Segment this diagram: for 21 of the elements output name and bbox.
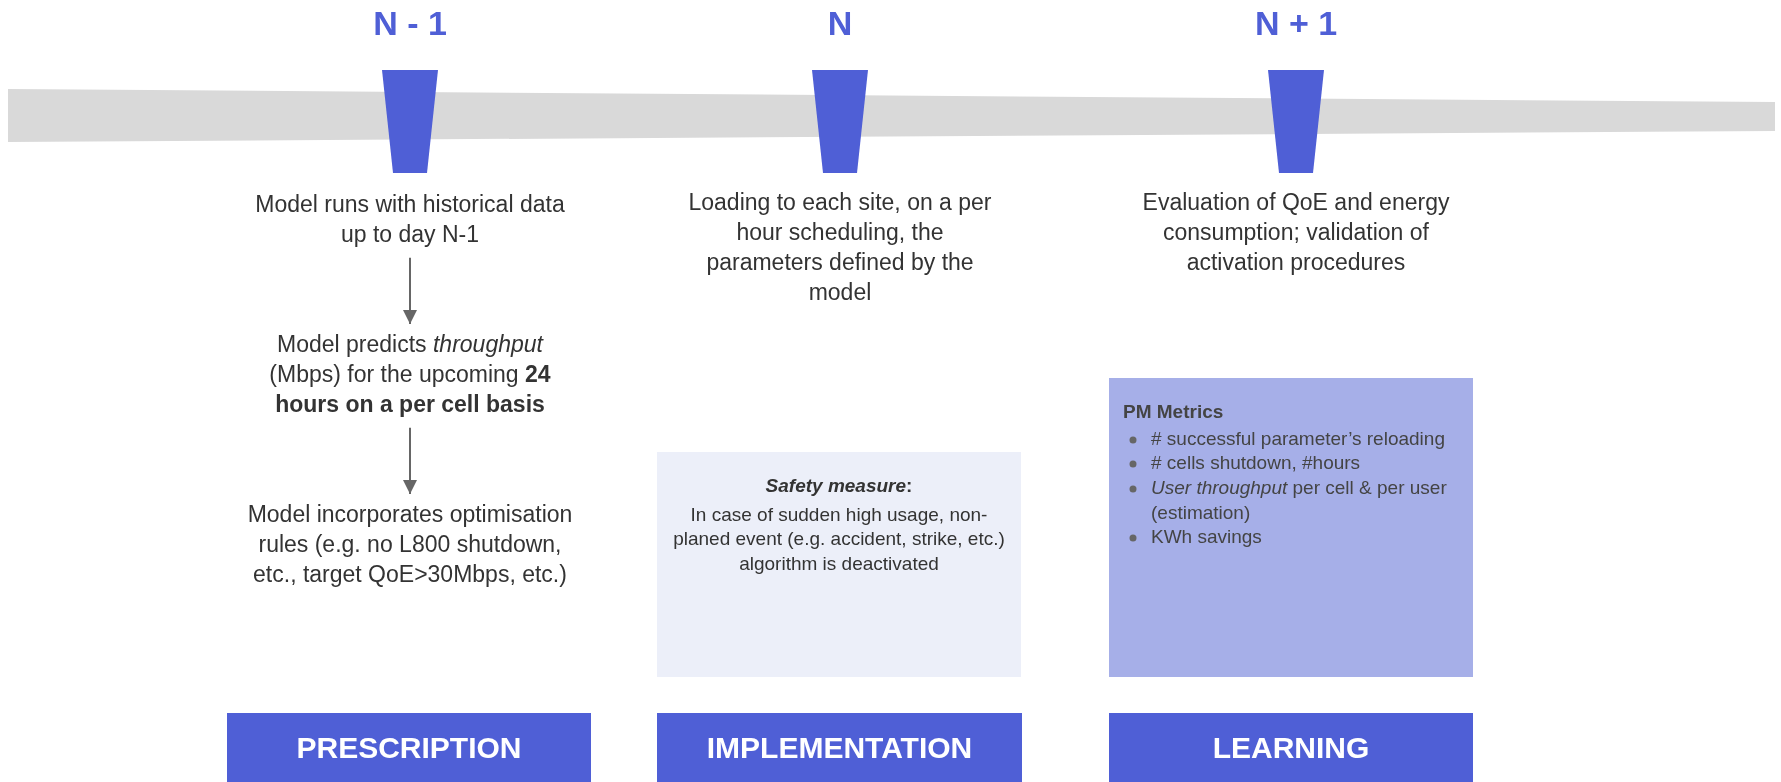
step-text: Model runs with historical data up to day N-1 [245, 190, 575, 250]
metric-item: # cells shutdown, #hours [1151, 451, 1361, 476]
step-description: Evaluation of QoE and energy consumption; validation of activation procedures [1141, 188, 1451, 277]
arrow [403, 256, 417, 325]
phase-bar: PRESCRIPTION [227, 713, 591, 782]
period-heading: N + 1 [1253, 4, 1339, 43]
note-heading: Safety measure: [764, 474, 914, 498]
metric-item: # successful parameter’s reloading [1151, 426, 1445, 451]
period-heading: N [826, 4, 854, 43]
metric-item: KWh savings [1151, 525, 1262, 550]
step-text: Model predicts throughput (Mbps) for the upcoming 24 hours on a per cell basis [245, 330, 575, 420]
metric-item: User throughput per cell & per user (estimation) [1151, 476, 1448, 525]
phase-bar: IMPLEMENTATION [657, 713, 1022, 782]
step-description: Loading to each site, on a per hour scheduling, the parameters defined by the model [687, 188, 993, 307]
phase-bar: LEARNING [1109, 713, 1473, 782]
arrow [403, 426, 417, 495]
metrics-box [1109, 378, 1473, 677]
period-heading: N - 1 [372, 4, 448, 43]
step-text: Model incorporates optimisation rules (e.g. no L800 shutdown, etc., target QoE>30Mbps, etc.) [240, 500, 580, 590]
note-text: In case of sudden high usage, non-planed event (e.g. accident, strike, etc.) algorithm is deactivated [672, 502, 1006, 577]
metrics-heading: PM Metrics [1123, 400, 1225, 424]
